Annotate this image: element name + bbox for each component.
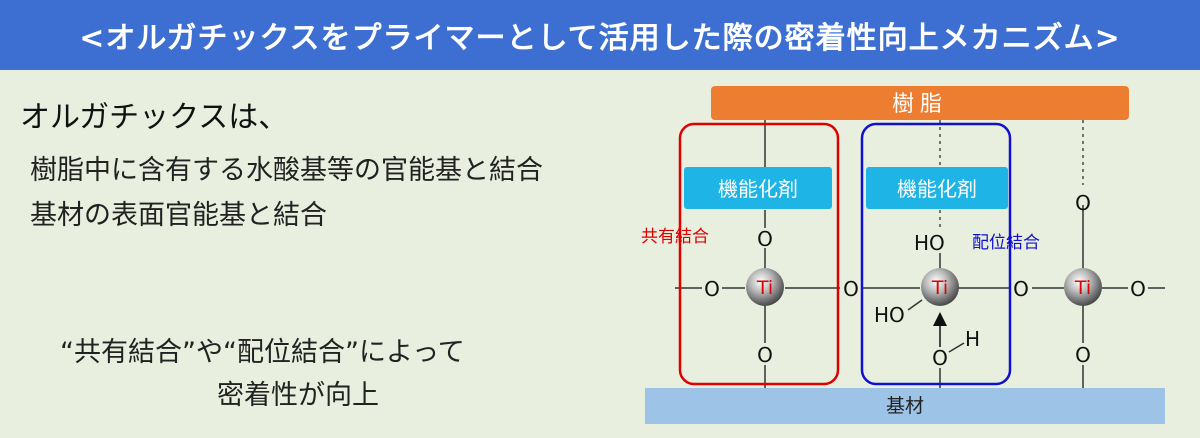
hydroxyl-group: HO [874, 303, 905, 327]
coordination-arrow-icon [933, 312, 947, 326]
oxygen-atom: O [843, 277, 859, 301]
result-line-2: 密着性が向上 [217, 380, 379, 411]
point-resin-bonding: 樹脂中に含有する水酸基等の官能基と結合 [30, 155, 543, 186]
agent-box-1 [684, 167, 832, 209]
covalent-bond-label: 共有結合 [641, 227, 709, 247]
page-title: <オルガチックスをプライマーとして活用した際の密着性向上メカニズム> [0, 0, 1200, 70]
oxygen-atom: O [1075, 191, 1091, 215]
coordinate-bond-box [860, 122, 1012, 386]
titanium-atom [1064, 268, 1102, 306]
oxygen-atom: O [932, 346, 948, 370]
oxygen-atom: O [1130, 277, 1146, 301]
oxygen-atom: O [1013, 277, 1029, 301]
hydrogen-atom: H [965, 327, 980, 351]
hydroxyl-group: HO [914, 231, 945, 255]
agent-box-2 [866, 167, 1008, 209]
agent-label-1: 機能化剤 [718, 177, 798, 201]
titanium-label: Ti [931, 277, 948, 299]
coordinate-bond-label: 配位結合 [972, 233, 1040, 253]
oxygen-atom: O [1075, 343, 1091, 367]
result-line-1: “共有結合”や“配位結合”によって [60, 337, 465, 368]
titanium-atom [746, 268, 784, 306]
resin-bar [711, 86, 1129, 120]
resin-label: 樹脂 [892, 92, 948, 117]
oxygen-atom: O [757, 227, 773, 251]
covalent-bond-box [678, 122, 840, 386]
titanium-atom [921, 268, 959, 306]
agent-label-2: 機能化剤 [897, 177, 977, 201]
oxygen-atom: O [757, 343, 773, 367]
lead-text: オルガチックスは、 [20, 100, 289, 135]
substrate-label: 基材 [886, 395, 924, 417]
point-substrate-bonding: 基材の表面官能基と結合 [30, 200, 327, 231]
titanium-label: Ti [1074, 277, 1091, 299]
oxygen-atom: O [704, 277, 720, 301]
substrate-bar [645, 388, 1165, 424]
titanium-label: Ti [756, 277, 773, 299]
